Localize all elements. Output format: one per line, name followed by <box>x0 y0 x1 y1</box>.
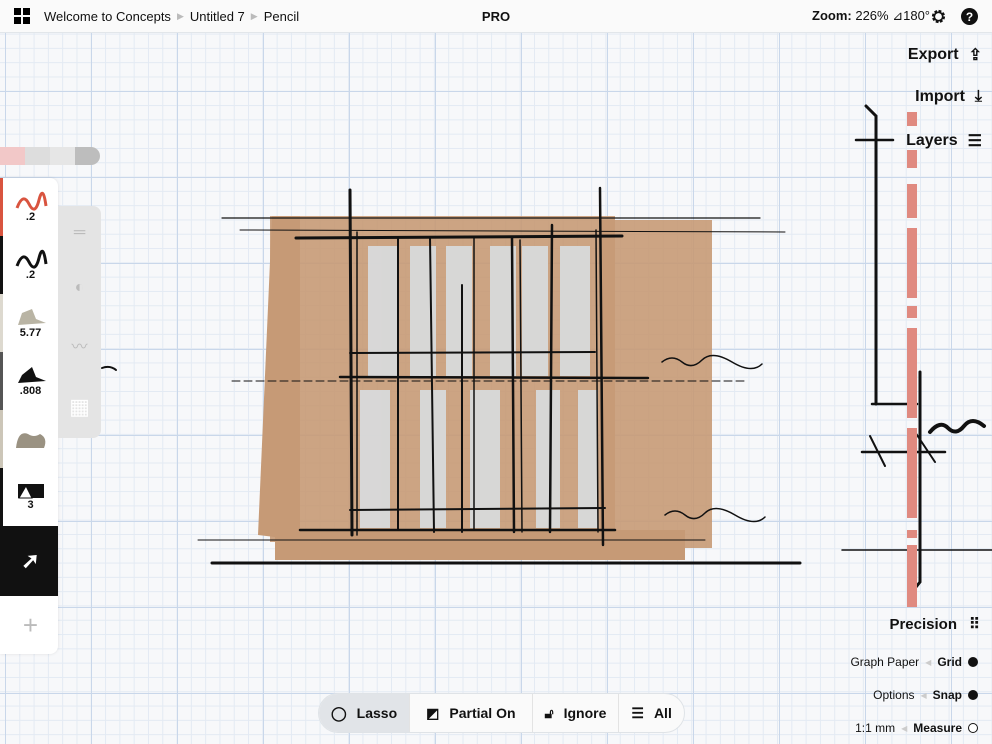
tool-brush[interactable]: .808 <box>0 352 58 410</box>
tool-size: .808 <box>19 385 42 397</box>
svg-text:?: ? <box>966 10 973 24</box>
ignore-label: Ignore <box>563 705 607 721</box>
brush-icon <box>17 367 46 383</box>
snap-option[interactable]: Options◀Snap <box>873 688 978 702</box>
stroke-icon <box>15 249 47 269</box>
layers-button[interactable]: Layers ☰ <box>906 131 982 151</box>
tool-size: .2 <box>25 211 36 223</box>
export-button[interactable]: Export ⇪ <box>908 45 982 65</box>
all-label: All <box>653 705 672 721</box>
pro-badge[interactable]: PRO <box>481 8 511 24</box>
precision-title: Precision <box>889 615 957 633</box>
grid-toggle[interactable] <box>968 657 978 667</box>
tool-marker[interactable]: 5.77 <box>0 294 58 352</box>
partial-button[interactable]: ◩ Partial On <box>410 694 533 732</box>
breadcrumb-drawing[interactable]: Untitled 7 <box>189 8 245 24</box>
grid-label: Grid <box>937 655 962 669</box>
tool-palette: .2 .2 5.77 .808 3 ➚ + <box>0 178 58 654</box>
import-label: Import <box>915 88 965 105</box>
tool-pencil-red[interactable]: .2 <box>0 178 58 236</box>
layers-label: Layers <box>906 132 958 149</box>
lasso-button[interactable]: ◯ Lasso <box>319 694 411 732</box>
tool-airbrush[interactable] <box>0 410 58 468</box>
help-icon[interactable]: ? <box>961 8 978 25</box>
tool-size: 3 <box>27 499 34 511</box>
partial-select-icon: ◩ <box>426 704 440 721</box>
opacity-icon[interactable]: ◐ <box>74 278 85 296</box>
layers-filter-button[interactable]: ☰ All <box>619 694 683 732</box>
zoom-readout[interactable]: Zoom: 226% ⊿180° <box>812 8 930 23</box>
export-icon: ⇪ <box>968 47 982 64</box>
unlock-icon: 🔓︎ <box>544 704 554 721</box>
layers-icon: ☰ <box>967 133 982 150</box>
partial-label: Partial On <box>449 705 516 721</box>
color-history[interactable] <box>0 147 100 165</box>
smoothing-icon[interactable]: 〰 <box>71 339 88 357</box>
lasso-icon: ◯ <box>331 704 347 721</box>
eraser-icon <box>17 484 44 499</box>
top-bar: Welcome to Concepts▶ Untitled 7▶ Pencil … <box>0 0 992 33</box>
breadcrumb-gallery[interactable]: Welcome to Concepts <box>44 8 171 24</box>
export-label: Export <box>907 46 959 63</box>
measure-toggle[interactable] <box>968 723 978 733</box>
plus-icon: + <box>22 609 39 640</box>
import-icon: ⤓ <box>974 88 982 105</box>
lasso-label: Lasso <box>356 705 398 721</box>
grid-value: Graph Paper <box>850 655 920 669</box>
snap-label: Snap <box>932 688 962 702</box>
tool-size: .2 <box>25 269 36 281</box>
marker-icon <box>17 309 46 325</box>
breadcrumb: Welcome to Concepts▶ Untitled 7▶ Pencil <box>44 8 300 24</box>
measure-label: Measure <box>913 721 962 735</box>
breadcrumb-tool[interactable]: Pencil <box>263 8 300 24</box>
zoom-label: Zoom: <box>812 8 852 23</box>
measure-value: 1:1 mm <box>855 721 896 735</box>
rotation-value: 180° <box>903 8 930 23</box>
stroke-icon <box>15 191 47 211</box>
snap-value: Options <box>873 688 915 702</box>
measure-option[interactable]: 1:1 mm◀Measure <box>855 721 978 735</box>
zoom-value: 226% <box>855 8 889 23</box>
tool-selection[interactable]: ➚ <box>0 526 58 596</box>
tool-pen[interactable]: .2 <box>0 236 58 294</box>
snap-toggle[interactable] <box>968 690 978 700</box>
size-slider-icon[interactable]: ═ <box>73 224 86 242</box>
precision-button[interactable]: Precision ⠿ <box>889 615 980 634</box>
import-button[interactable]: Import ⤓ <box>915 88 982 106</box>
tool-settings-panel: ═ ◐ 〰 ▦ <box>58 206 101 438</box>
color-wheel-icon[interactable]: ▦ <box>69 393 90 419</box>
dots-grid-icon: ⠿ <box>969 616 980 633</box>
ignore-button[interactable]: 🔓︎ Ignore <box>533 694 620 732</box>
blob-icon <box>15 433 45 448</box>
gallery-grid-icon[interactable] <box>14 8 30 24</box>
gear-icon[interactable] <box>930 8 947 25</box>
tool-size: 5.77 <box>19 327 42 339</box>
layers-icon: ☰ <box>631 704 644 721</box>
grid-option[interactable]: Graph Paper◀Grid <box>850 655 978 669</box>
add-tool-button[interactable]: + <box>0 596 58 654</box>
pointer-icon: ➚ <box>21 548 40 573</box>
tool-eraser[interactable]: 3 <box>0 468 58 526</box>
selection-toolbar: ◯ Lasso ◩ Partial On 🔓︎ Ignore ☰ All <box>318 693 685 733</box>
